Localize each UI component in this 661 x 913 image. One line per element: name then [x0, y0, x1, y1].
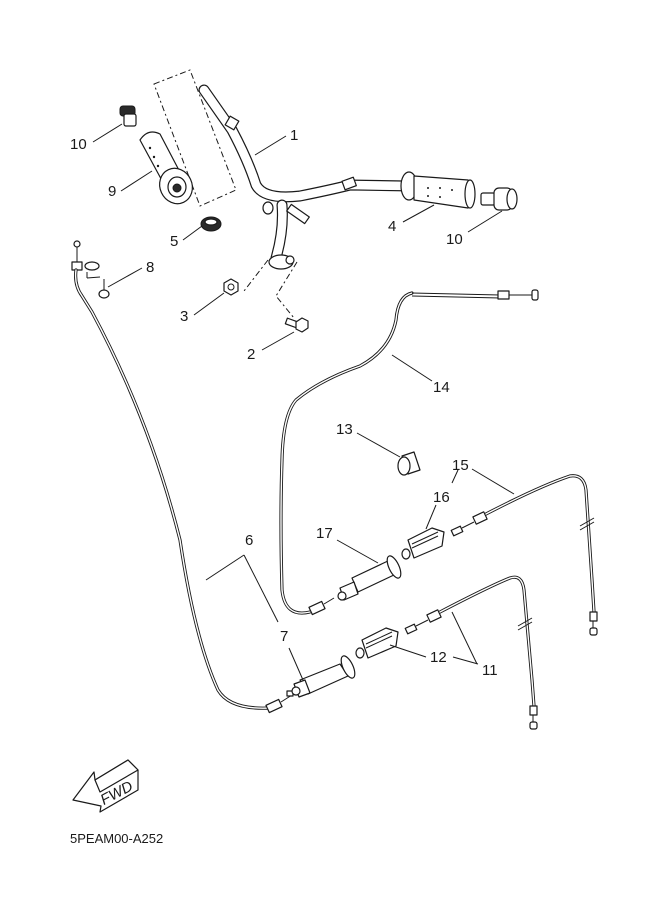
- callout-5: 5: [170, 233, 178, 250]
- cable-boot-2[interactable]: [337, 554, 404, 601]
- brake-cable-11[interactable]: [404, 575, 538, 730]
- callout-7: 7: [280, 628, 288, 645]
- callout-16: 16: [433, 489, 450, 506]
- callout-11: 11: [482, 662, 498, 679]
- callout-13: 13: [336, 421, 353, 438]
- bolt[interactable]: [284, 317, 309, 333]
- bolt-guide-line: [243, 259, 269, 292]
- brake-cable-15[interactable]: [450, 474, 598, 636]
- leader-3: [193, 292, 225, 316]
- cable-boot[interactable]: [291, 654, 358, 698]
- leader-13: [356, 432, 401, 458]
- callout-6: 6: [245, 532, 253, 549]
- leader-15: [471, 468, 515, 495]
- callout-17: 17: [316, 525, 333, 542]
- cable-14[interactable]: [279, 289, 539, 616]
- callout-15: 15: [452, 457, 469, 474]
- leader-12-11: [452, 656, 479, 665]
- callout-2: 2: [247, 346, 255, 363]
- leader-16: [425, 504, 437, 530]
- callout-1: 1: [290, 127, 298, 144]
- leader-7: [288, 647, 304, 681]
- cable-joint-2[interactable]: [401, 527, 445, 560]
- callout-12: 12: [430, 649, 447, 666]
- fwd-arrow-icon: FWD: [72, 759, 139, 813]
- leader-11a: [451, 611, 478, 665]
- leader-9: [120, 170, 153, 192]
- screw[interactable]: [98, 279, 110, 299]
- callout-3: 3: [180, 308, 188, 325]
- throttle-grip[interactable]: [400, 171, 476, 209]
- bolt-guide-line-2: [275, 261, 298, 319]
- grommet[interactable]: [200, 216, 222, 232]
- callout-9: 9: [108, 183, 116, 200]
- leader-6b: [243, 554, 279, 623]
- callout-4: 4: [388, 218, 396, 235]
- leader-4: [402, 204, 435, 223]
- leader-17: [336, 539, 379, 564]
- leader-2: [261, 331, 295, 351]
- leader-10b: [467, 210, 503, 233]
- callout-10-left: 10: [70, 136, 87, 153]
- callout-14: 14: [433, 379, 450, 396]
- leader-5: [182, 225, 203, 241]
- callout-8: 8: [146, 259, 154, 276]
- grip-left[interactable]: [139, 131, 198, 209]
- leader-8: [107, 267, 143, 288]
- diagram-code: 5PEAM00-A252: [70, 831, 164, 846]
- nut[interactable]: [223, 278, 239, 296]
- leader-15-16: [451, 469, 459, 484]
- collar[interactable]: [397, 451, 421, 476]
- leader-6a: [205, 554, 245, 581]
- leader-1: [254, 135, 287, 156]
- throttle-cable[interactable]: [71, 240, 294, 714]
- grip-end-right[interactable]: [480, 187, 518, 211]
- handlebar[interactable]: [198, 84, 416, 270]
- leader-14: [391, 354, 433, 382]
- leader-10a: [92, 123, 123, 143]
- leader-12: [389, 644, 427, 658]
- grip-end-left[interactable]: [119, 105, 137, 127]
- cable-joint[interactable]: [355, 627, 399, 659]
- callout-10-right: 10: [446, 231, 463, 248]
